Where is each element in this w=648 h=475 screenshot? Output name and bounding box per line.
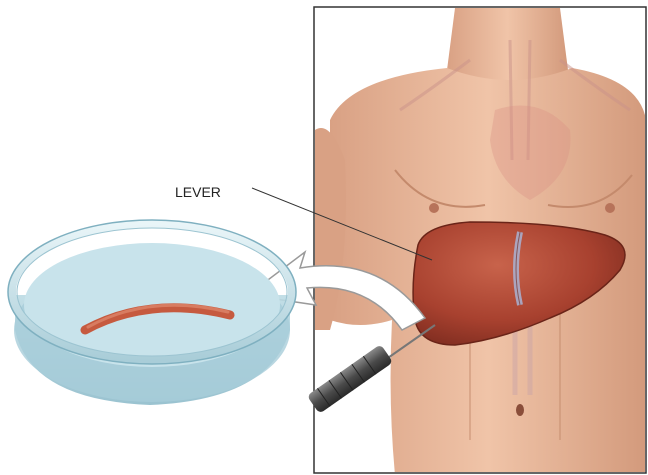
navel xyxy=(516,404,524,416)
nipple-right xyxy=(605,203,615,213)
organ-label: LEVER xyxy=(175,184,221,200)
nipple-left xyxy=(429,203,439,213)
petri-dish xyxy=(8,220,296,405)
